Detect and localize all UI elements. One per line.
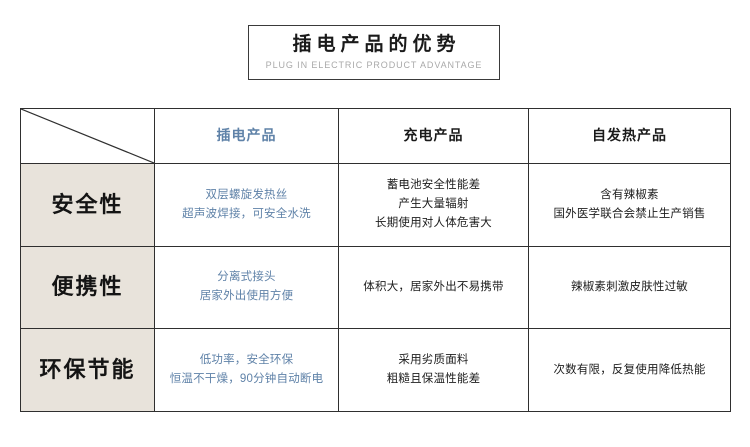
page-title: 插电产品的优势 [292, 34, 461, 56]
cell-text-line: 低功率，安全环保 [199, 354, 294, 367]
cell-text-line: 超声波焊接，可安全水洗 [182, 207, 311, 220]
diagonal-slash-icon [21, 109, 154, 163]
cell-text-line: 体积大，居家外出不易携带 [363, 280, 504, 293]
cell-text: 采用劣质面料粗糙且保温性能差 [345, 351, 522, 389]
cell-text: 体积大，居家外出不易携带 [345, 278, 522, 297]
cell-text-line: 蓄电池安全性能差 [386, 179, 481, 192]
cell-text-line: 粗糙且保温性能差 [386, 372, 481, 385]
cell-safety-rechargeable: 蓄电池安全性能差产生大量辐射长期使用对人体危害大 [338, 163, 529, 247]
table-row: 安全性 双层螺旋发热丝超声波焊接，可安全水洗 蓄电池安全性能差产生大量辐射长期使… [20, 163, 731, 247]
cell-eco-self-heating: 次数有限，反复使用降低热能 [528, 328, 731, 412]
cell-portability-rechargeable: 体积大，居家外出不易携带 [338, 245, 529, 330]
header-corner-cell [20, 108, 155, 164]
cell-text-line: 长期使用对人体危害大 [375, 217, 492, 230]
cell-text-line: 恒温不干燥，90分钟自动断电 [169, 372, 324, 385]
cell-portability-plug-in: 分离式接头居家外出使用方便 [154, 245, 339, 330]
header-label-plug-in: 插电产品 [216, 127, 277, 143]
cell-text-line: 采用劣质面料 [398, 354, 469, 367]
cell-text: 低功率，安全环保恒温不干燥，90分钟自动断电 [161, 351, 332, 389]
table-header-row: 插电产品 充电产品 自发热产品 [20, 108, 731, 164]
header-cell-rechargeable: 充电产品 [338, 108, 529, 164]
title-banner: 插电产品的优势 PLUG IN ELECTRIC PRODUCT ADVANTA… [248, 25, 500, 80]
cell-portability-self-heating: 辣椒素刺激皮肤性过敏 [528, 245, 731, 330]
cell-text: 分离式接头居家外出使用方便 [161, 268, 332, 306]
category-label: 环保节能 [39, 356, 136, 382]
cell-text: 辣椒素刺激皮肤性过敏 [535, 278, 724, 297]
comparison-table: 插电产品 充电产品 自发热产品 安全性 双层螺旋发热丝超声波焊接，可安全水洗 蓄… [20, 108, 731, 412]
cell-text: 双层螺旋发热丝超声波焊接，可安全水洗 [161, 186, 332, 224]
cell-safety-plug-in: 双层螺旋发热丝超声波焊接，可安全水洗 [154, 163, 339, 247]
cell-text-line: 双层螺旋发热丝 [205, 188, 288, 201]
category-label: 安全性 [51, 191, 124, 217]
cell-text-line: 次数有限，反复使用降低热能 [553, 363, 706, 376]
header-label-rechargeable: 充电产品 [403, 127, 464, 143]
cell-text: 次数有限，反复使用降低热能 [535, 361, 724, 380]
cell-text-line: 辣椒素刺激皮肤性过敏 [571, 280, 688, 293]
cell-text-line: 分离式接头 [217, 271, 276, 284]
header-cell-plug-in: 插电产品 [154, 108, 339, 164]
table-row: 便携性 分离式接头居家外出使用方便 体积大，居家外出不易携带 辣椒素刺激皮肤性过… [20, 245, 731, 330]
cell-safety-self-heating: 含有辣椒素国外医学联合会禁止生产销售 [528, 163, 731, 247]
cell-text-line: 居家外出使用方便 [199, 290, 294, 303]
cell-text-line: 产生大量辐射 [398, 198, 469, 211]
cell-text: 蓄电池安全性能差产生大量辐射长期使用对人体危害大 [345, 176, 522, 233]
category-cell-eco-energy: 环保节能 [20, 328, 155, 412]
category-label: 便携性 [51, 274, 124, 300]
header-cell-self-heating: 自发热产品 [528, 108, 731, 164]
cell-eco-rechargeable: 采用劣质面料粗糙且保温性能差 [338, 328, 529, 412]
cell-text: 含有辣椒素国外医学联合会禁止生产销售 [535, 186, 724, 224]
cell-text-line: 国外医学联合会禁止生产销售 [553, 207, 706, 220]
cell-text-line: 含有辣椒素 [600, 188, 659, 201]
cell-eco-plug-in: 低功率，安全环保恒温不干燥，90分钟自动断电 [154, 328, 339, 412]
category-cell-safety: 安全性 [20, 163, 155, 247]
header-label-self-heating: 自发热产品 [592, 127, 667, 143]
table-row: 环保节能 低功率，安全环保恒温不干燥，90分钟自动断电 采用劣质面料粗糙且保温性… [20, 328, 731, 412]
category-cell-portability: 便携性 [20, 245, 155, 330]
page-subtitle: PLUG IN ELECTRIC PRODUCT ADVANTAGE [265, 59, 483, 70]
